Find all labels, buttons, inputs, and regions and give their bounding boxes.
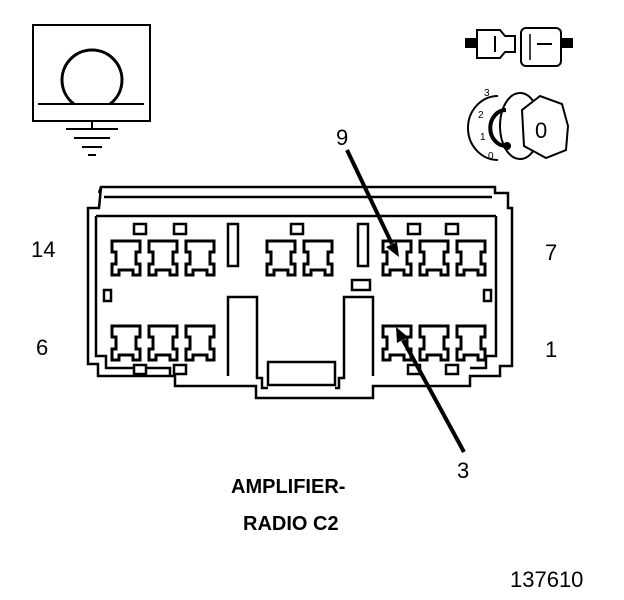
callout-label-3: 3 [457,458,470,483]
callout-leader-9 [345,149,399,257]
terminal-cavities-top-row [110,239,487,277]
connector-latch-tabs [132,222,460,376]
ignition-position-2: 2 [478,110,484,121]
ignition-position-0: 0 [488,151,494,162]
pin-label-6: 6 [36,335,49,360]
connector-icon [465,27,573,67]
terminal-cavities-bottom-row [110,324,487,362]
ignition-position-3: 3 [484,88,490,99]
ignition-key-icon: 0 [467,92,570,161]
figure-number: 137610 [510,567,584,592]
ignition-position-1: 1 [480,132,486,143]
key-position-label: 0 [535,118,547,143]
pin-label-1: 1 [545,337,558,362]
pin-label-7: 7 [545,240,558,265]
connector-title-line1: AMPLIFIER- [231,476,346,498]
callout-leader-3 [396,327,466,453]
connector-title-line2: RADIO C2 [243,513,339,535]
callout-label-9: 9 [336,125,349,150]
pin-label-14: 14 [31,237,56,262]
ground-symbol-icon [32,24,151,156]
